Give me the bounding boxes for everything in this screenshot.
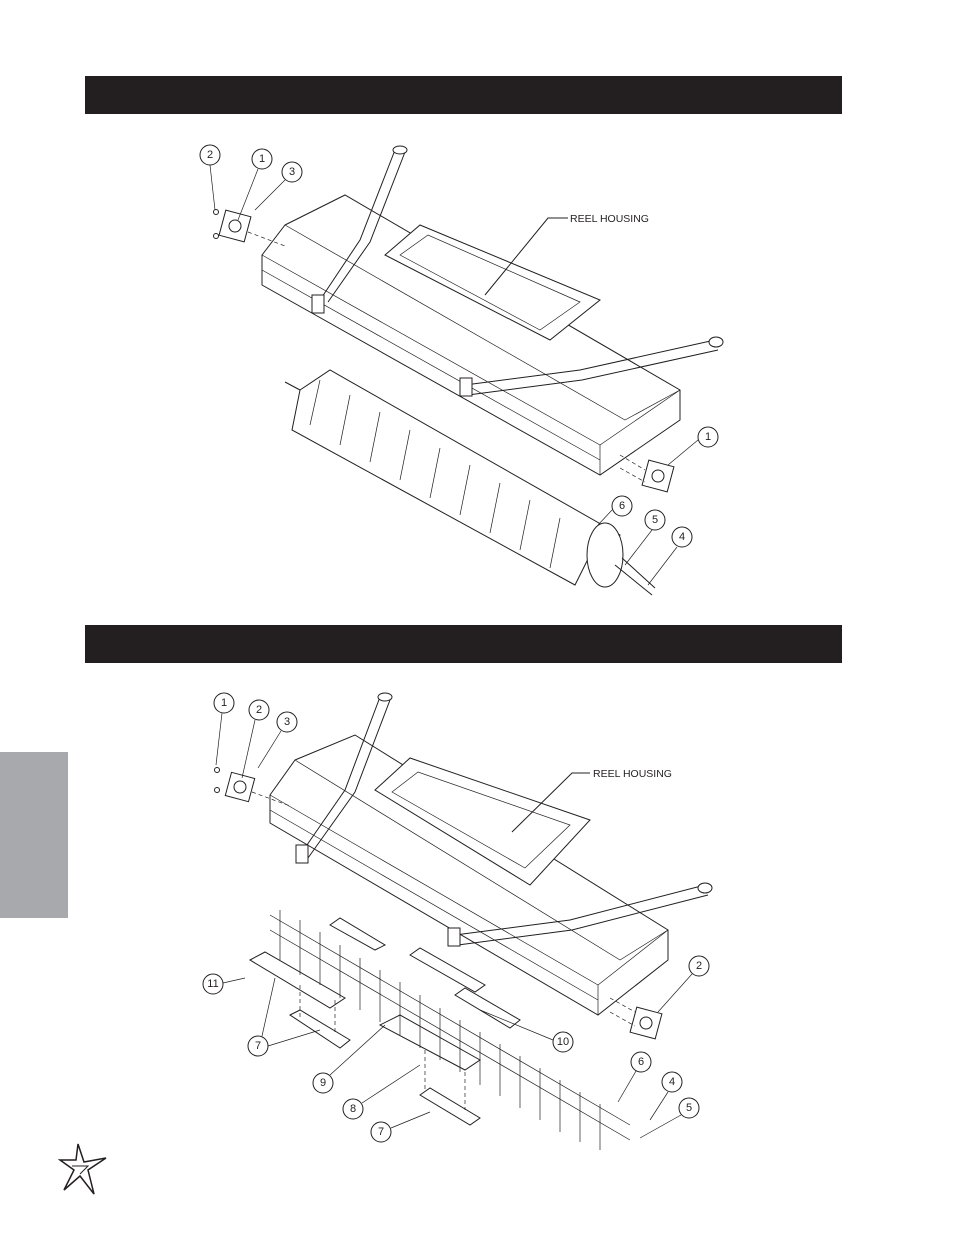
brush-reel-diagram: REEL HOUSING 2 1 3 1 6 5 4: [199, 144, 724, 596]
svg-text:1: 1: [221, 697, 227, 709]
lift-arm-left-2: [295, 692, 393, 864]
callout-6: 6: [630, 1051, 652, 1073]
callout-3: 3: [276, 711, 298, 733]
svg-text:5: 5: [686, 1102, 692, 1114]
callout-6: 6: [611, 495, 633, 517]
svg-text:1: 1: [705, 431, 711, 443]
callout-7b: 7: [370, 1121, 392, 1143]
callout-4: 4: [661, 1071, 683, 1093]
section-header-bar-1: [85, 76, 842, 114]
bearing-left: [213, 209, 286, 247]
callout-8: 8: [342, 1098, 364, 1120]
svg-text:4: 4: [669, 1076, 675, 1088]
tine-reel-diagram: REEL HOUSING 1 2 3 2 11 7 10 9 8 7 6 4 5: [202, 692, 713, 1150]
callout-2-right: 2: [688, 955, 710, 977]
reel-housing-label: REEL HOUSING: [570, 213, 649, 225]
star-logo-icon: [58, 1143, 107, 1195]
lift-arm-left: [311, 145, 408, 314]
lift-arm-right: [459, 336, 724, 397]
reel-housing-label-2: REEL HOUSING: [593, 768, 672, 780]
svg-text:3: 3: [289, 166, 295, 178]
svg-text:2: 2: [696, 960, 702, 972]
callout-2: 2: [199, 144, 221, 166]
reel-housing: [261, 194, 681, 476]
svg-text:4: 4: [679, 531, 685, 543]
bearing-left-2: [214, 767, 291, 807]
callout-4: 4: [671, 526, 693, 548]
section-header-bar-2: [85, 625, 842, 663]
callout-11: 11: [202, 973, 224, 995]
callout-5: 5: [644, 509, 666, 531]
reel-housing-2: [269, 734, 669, 1016]
callout-5: 5: [678, 1097, 700, 1119]
callout-7: 7: [247, 1035, 269, 1057]
svg-text:5: 5: [652, 514, 658, 526]
callout-3: 3: [281, 161, 303, 183]
svg-text:8: 8: [350, 1103, 356, 1115]
callout-2: 2: [248, 699, 270, 721]
svg-text:11: 11: [207, 978, 218, 990]
svg-text:9: 9: [320, 1077, 326, 1089]
svg-text:7: 7: [255, 1040, 261, 1052]
callout-1-right: 1: [697, 426, 719, 448]
svg-text:3: 3: [284, 716, 290, 728]
svg-text:2: 2: [207, 149, 213, 161]
callout-1: 1: [251, 148, 273, 170]
callout-9: 9: [312, 1072, 334, 1094]
callout-10: 10: [552, 1031, 574, 1053]
lift-arm-right-2: [447, 882, 713, 947]
tine-reel: [248, 910, 631, 1150]
svg-text:6: 6: [638, 1056, 644, 1068]
svg-text:10: 10: [557, 1036, 569, 1048]
callout-1: 1: [213, 692, 235, 714]
brush-reel: [284, 369, 656, 596]
bearing-right: [619, 454, 675, 493]
svg-text:1: 1: [259, 153, 265, 165]
side-section-tab: [0, 752, 68, 918]
svg-text:2: 2: [256, 704, 262, 716]
bearing-right-2: [609, 997, 663, 1040]
svg-text:6: 6: [619, 500, 625, 512]
svg-text:7: 7: [378, 1126, 384, 1138]
